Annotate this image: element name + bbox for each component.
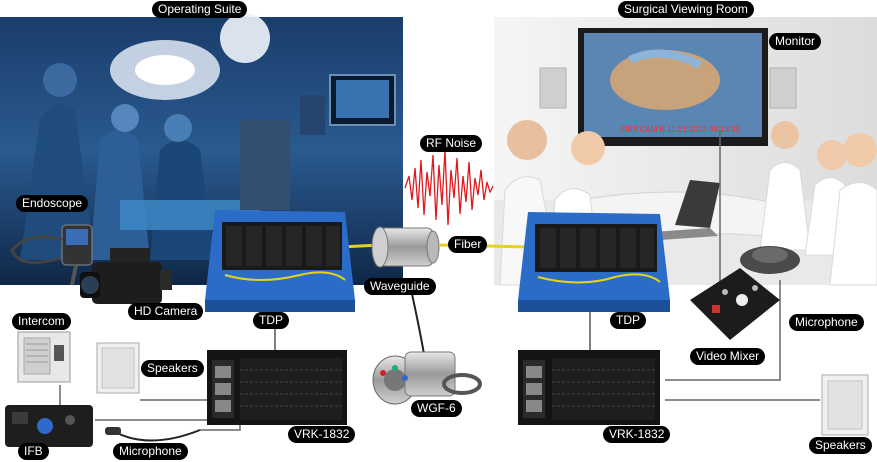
intercom-device [17,331,71,383]
speaker-left-device [96,342,140,394]
rf-noise-waveform [404,149,494,226]
vrk-device-right [518,350,660,425]
rf-noise-label: RF Noise [420,135,483,152]
intercom-label: Intercom [12,313,71,330]
hd-camera-device [80,248,172,304]
speakers-left-label: Speakers [141,360,204,377]
operating-suite-label: Operating Suite [152,1,248,18]
video-mixer-label: Video Mixer [690,348,766,365]
surgical-viewing-room-label: Surgical Viewing Room [618,1,754,18]
tdp-device-right [518,212,670,312]
ifb-device [5,405,93,447]
speaker-right-device [821,374,869,436]
tdp-left-label: TDP [253,312,289,329]
microphone-right-device [740,246,800,274]
microphone-left-label: Microphone [113,443,188,460]
wgf6-label: WGF-6 [411,400,462,417]
waveguide-device [371,226,440,268]
ifb-label: IFB [18,443,49,460]
endoscope-device [10,224,93,286]
monitor-overlay-text: OR3 CAM B 11:21:2013 09:13:33 [621,125,741,134]
monitor-label: Monitor [769,33,822,50]
microphone-right-label: Microphone [789,314,864,331]
endoscope-label: Endoscope [16,195,89,212]
fiber-label: Fiber [448,236,488,253]
hd-camera-label: HD Camera [128,303,204,320]
microphone-left-device [105,427,201,442]
speakers-right-label: Speakers [809,437,872,454]
tdp-device-left [205,210,355,312]
video-mixer-device [690,268,780,340]
vrk-device-left [207,350,347,425]
vrk-left-label: VRK-1832 [288,426,356,443]
wgf6-device [372,351,482,405]
tdp-right-label: TDP [610,312,646,329]
vrk-right-label: VRK-1832 [603,426,671,443]
waveguide-label: Waveguide [364,278,436,295]
